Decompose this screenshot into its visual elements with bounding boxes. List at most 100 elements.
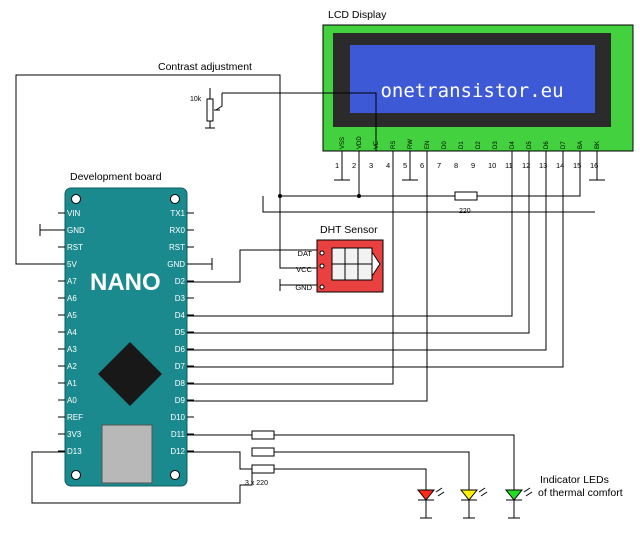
lcd-pin-number: 3 xyxy=(369,161,373,170)
lcd-pin-name: D2 xyxy=(476,141,482,149)
nano-pin-left: D13 xyxy=(67,447,82,456)
board-label: NANO xyxy=(90,269,161,296)
lcd-screen-text: onetransistor.eu xyxy=(380,80,563,102)
lcd-pin-number: 11 xyxy=(505,161,513,170)
lcd-pin-number: 8 xyxy=(454,161,458,170)
nano-pin-left: A6 xyxy=(67,294,77,303)
lcd-pin-number: 10 xyxy=(488,161,496,170)
lcd-pin-number: 15 xyxy=(573,161,581,170)
dht-notch xyxy=(371,250,381,278)
nano-pin-right: D9 xyxy=(175,396,186,405)
nano-pin-right: D10 xyxy=(170,413,185,422)
lcd-pin-number: 9 xyxy=(471,161,475,170)
lcd-pin-name: D6 xyxy=(544,141,550,149)
nano-pin-right: D5 xyxy=(175,328,186,337)
lcd-pin-name: D0 xyxy=(442,141,448,149)
led-resistor-1 xyxy=(251,430,275,440)
yellow-led xyxy=(459,487,488,519)
nano-pin-right: D2 xyxy=(175,277,186,286)
lcd-pin-name: EN xyxy=(425,141,431,149)
dht-title: DHT Sensor xyxy=(320,224,378,236)
nano-pin-right: RST xyxy=(169,243,185,252)
lcd-module: onetransistor.eu VSS 1 VDD 2 VE 3 RS 4 RW 5 EN 6 D0 7… xyxy=(322,24,634,170)
lcd-pin-name: VE xyxy=(374,141,380,149)
leds-title-line1: Indicator LEDs xyxy=(540,474,609,486)
nano-pin-left: A3 xyxy=(67,345,77,354)
nano-pin-left: A4 xyxy=(67,328,77,337)
lcd-pin-number: 13 xyxy=(539,161,547,170)
lcd-pin-number: 2 xyxy=(352,161,356,170)
nano-pin-left: A2 xyxy=(67,362,77,371)
backlight-resistor xyxy=(454,191,478,201)
lcd-pin-labels: VSS 1 VDD 2 VE 3 RS 4 RW 5 EN 6 D0 7 D1 8 D2 9 D3 10 D4 11 D5 1… xyxy=(335,136,601,170)
indicator-leds xyxy=(416,487,533,519)
mount-hole-bl xyxy=(71,470,81,480)
led-resistor-2 xyxy=(251,447,275,457)
lcd-pin-name: D1 xyxy=(459,141,465,149)
nano-board: NANO VINGNDRST5VA7A6A5A4A3A2A1A0REF3V3D1… xyxy=(58,187,194,487)
lcd-pin-number: 7 xyxy=(437,161,441,170)
nano-pin-left: VIN xyxy=(67,209,81,218)
contrast-title: Contrast adjustment xyxy=(158,61,252,73)
lcd-pin-number: 4 xyxy=(386,161,390,170)
lcd-pin-number: 16 xyxy=(590,161,598,170)
nano-pin-right: D3 xyxy=(175,294,186,303)
dht-sensor: DAT VCC GND xyxy=(295,239,384,293)
nano-pin-left: A1 xyxy=(67,379,77,388)
nano-pin-left: A5 xyxy=(67,311,77,320)
led-resistor-3 xyxy=(251,464,275,474)
lcd-pin-name: BA xyxy=(578,141,584,149)
lcd-pin-name: RW xyxy=(408,139,414,149)
nano-pin-right: D8 xyxy=(175,379,186,388)
lcd-pin-name: D4 xyxy=(510,141,516,149)
lcd-screen xyxy=(350,45,595,113)
wires: 220 3 x 220 xyxy=(15,74,605,504)
mcu-chip xyxy=(98,342,162,406)
usb-connector xyxy=(101,424,153,484)
backlight-resistor-label: 220 xyxy=(459,208,471,215)
pot-value-label: 10k xyxy=(190,96,202,103)
lcd-pin-number: 12 xyxy=(522,161,530,170)
lcd-pin-name: RS xyxy=(391,141,397,149)
lcd-title: LCD Display xyxy=(328,9,387,21)
nano-pin-right: D4 xyxy=(175,311,186,320)
lcd-pin-name: D3 xyxy=(493,141,499,149)
nano-pin-left: REF xyxy=(67,413,83,422)
dht-pin-vcc: VCC xyxy=(296,265,312,274)
nano-pin-right: TX1 xyxy=(170,209,185,218)
dht-pin-gnd: GND xyxy=(295,283,312,292)
red-led xyxy=(416,487,445,519)
nano-pin-right: GND xyxy=(167,260,185,269)
green-led xyxy=(504,487,533,519)
dht-pin-dat: DAT xyxy=(298,249,313,258)
nano-pin-right: RX0 xyxy=(169,226,185,235)
contrast-potentiometer: 10k xyxy=(190,92,223,129)
lcd-pin-name: VSS xyxy=(340,137,346,149)
lcd-pin-name: D7 xyxy=(561,141,567,149)
mount-hole-tr xyxy=(170,194,180,204)
leds-title-line2: of thermal comfort xyxy=(538,487,623,499)
board-body xyxy=(64,187,188,487)
nano-pin-left: 5V xyxy=(67,260,77,269)
nano-pin-left: A0 xyxy=(67,396,77,405)
nano-pin-left: RST xyxy=(67,243,83,252)
lcd-pin-name: BK xyxy=(595,141,601,149)
nano-pin-left: 3V3 xyxy=(67,430,82,439)
board-title: Development board xyxy=(70,171,162,183)
lcd-pin-number: 1 xyxy=(335,161,339,170)
lcd-pin-number: 14 xyxy=(556,161,564,170)
lcd-pin-number: 5 xyxy=(403,161,407,170)
potentiometer-body xyxy=(206,98,214,122)
nano-pin-right: D7 xyxy=(175,362,186,371)
nano-pin-left: A7 xyxy=(67,277,77,286)
lcd-pin-name: VDD xyxy=(357,136,363,149)
lcd-pin-number: 6 xyxy=(420,161,424,170)
lcd-pin-name: D5 xyxy=(527,141,533,149)
nano-pin-right: D11 xyxy=(171,430,186,439)
mount-hole-tl xyxy=(71,194,81,204)
nano-pin-right: D12 xyxy=(170,447,185,456)
nano-pin-right: D6 xyxy=(175,345,186,354)
led-resistors-label: 3 x 220 xyxy=(245,480,268,487)
